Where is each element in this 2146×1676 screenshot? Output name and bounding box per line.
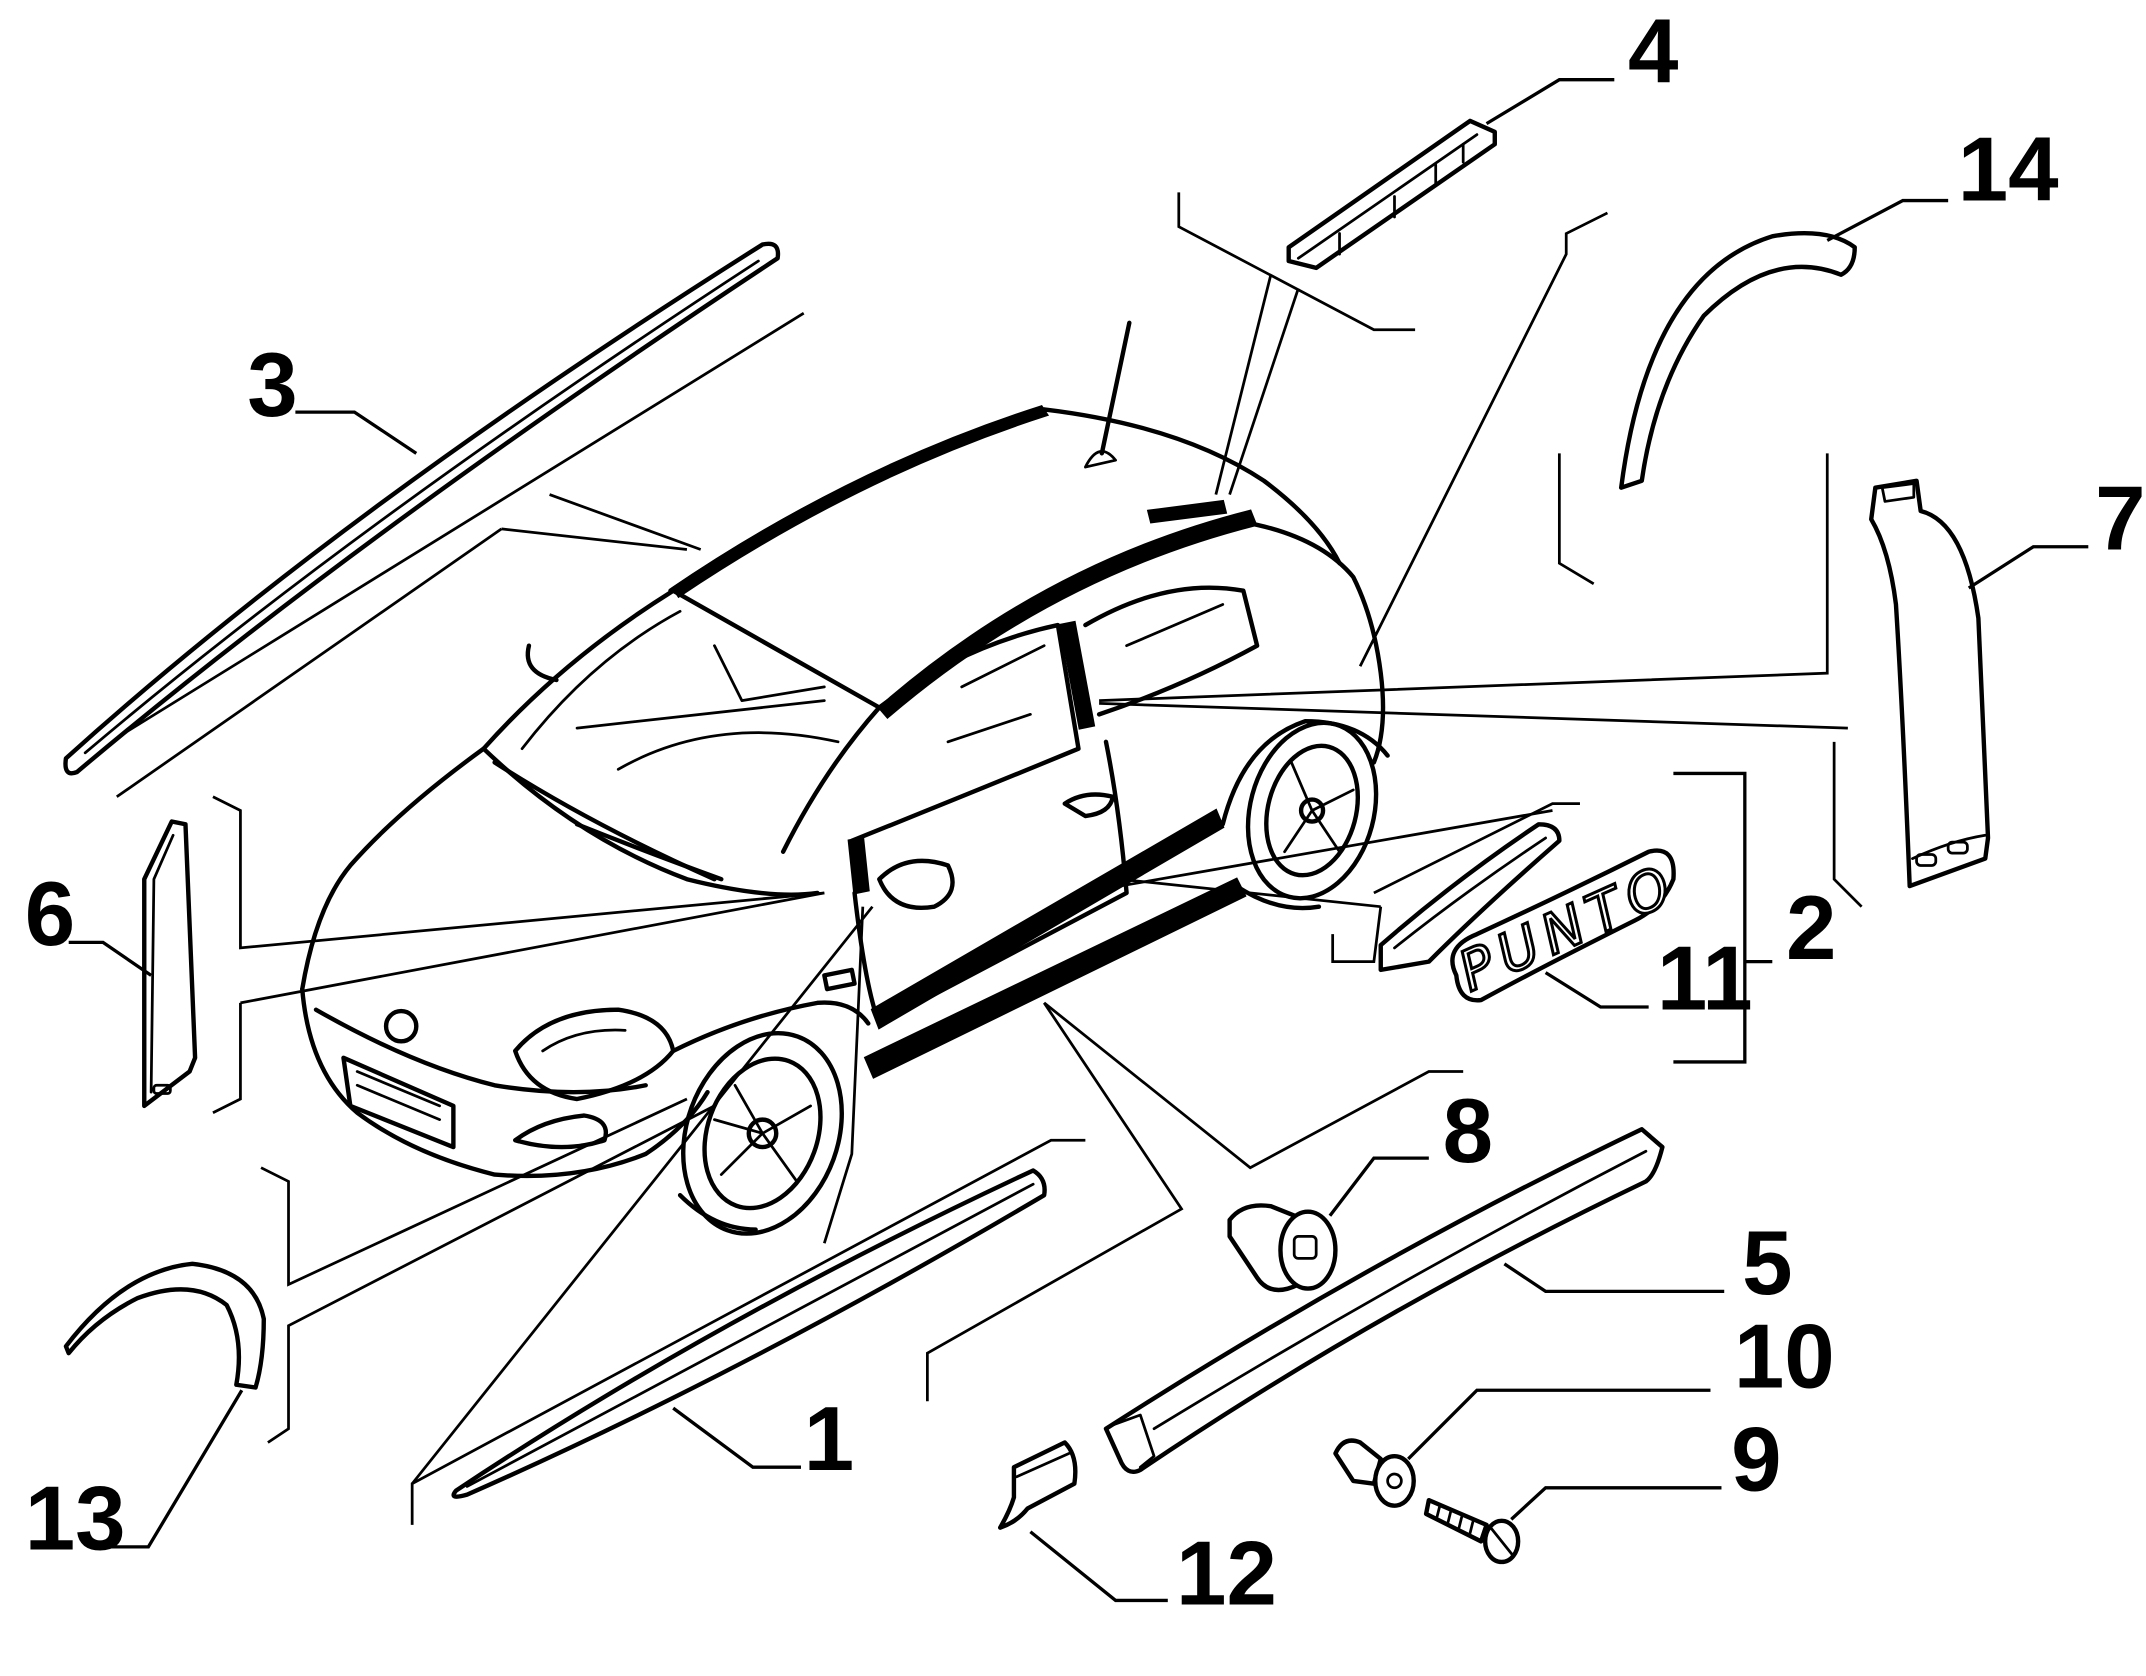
callout-2: 2 <box>1786 878 1836 979</box>
part-side-strip <box>1378 822 1562 973</box>
callout-14: 14 <box>1958 120 2059 221</box>
callout-10: 10 <box>1734 1307 1835 1408</box>
callout-leaders <box>68 78 2089 1603</box>
reference-lines <box>65 192 1863 1525</box>
part-rocker-molding <box>1103 1127 1665 1475</box>
callout-6: 6 <box>25 864 75 965</box>
callout-labels: 1 2 3 4 5 6 7 8 9 10 11 12 13 14 <box>25 1 2146 1624</box>
part-roof-bracket <box>1286 118 1497 271</box>
part-clip <box>1227 1203 1338 1293</box>
car-illustration <box>300 320 1390 1236</box>
part-front-wheel-arch-molding <box>63 1261 266 1390</box>
part-end-cap <box>997 1440 1078 1530</box>
callout-11: 11 <box>1657 929 1753 1030</box>
part-rear-wheel-arch-molding <box>1618 231 1857 490</box>
callout-13: 13 <box>25 1469 126 1570</box>
part-roof-rail <box>63 241 781 776</box>
part-push-rivet <box>1333 1438 1416 1508</box>
part-a-pillar-trim <box>142 819 198 1109</box>
callout-8: 8 <box>1443 1081 1493 1182</box>
callout-3: 3 <box>247 335 297 436</box>
callout-7: 7 <box>2095 469 2145 570</box>
callout-12: 12 <box>1176 1524 1277 1625</box>
callout-4: 4 <box>1628 1 1678 102</box>
part-screw <box>1423 1497 1521 1565</box>
callout-1: 1 <box>804 1389 854 1490</box>
callout-5: 5 <box>1742 1213 1792 1314</box>
callout-9: 9 <box>1731 1410 1781 1511</box>
part-b-pillar-trim <box>1869 478 1991 889</box>
